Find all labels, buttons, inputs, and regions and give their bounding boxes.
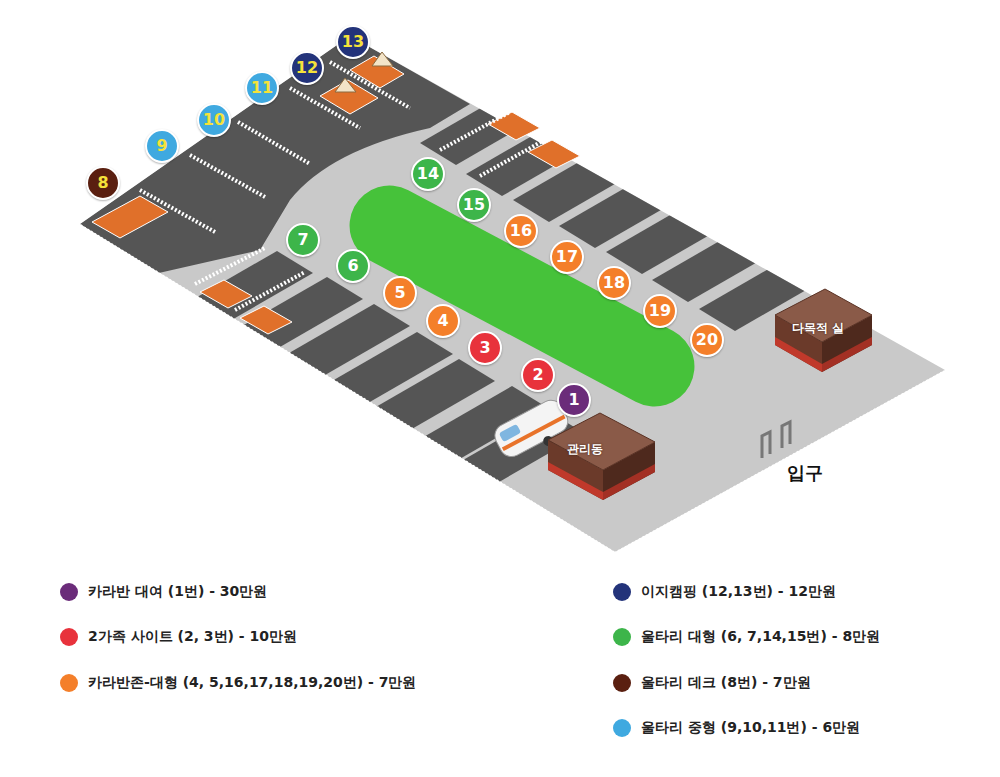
entrance-gate (762, 422, 790, 458)
parking-area (17, 0, 995, 583)
site-number-text: 5 (394, 285, 405, 301)
building-label: 관리동 (563, 441, 607, 457)
parking-strip (652, 130, 948, 302)
site-number-text: 13 (342, 34, 364, 50)
site-number: 3 (468, 331, 502, 365)
site-number: 5 (383, 276, 417, 310)
legend-swatch (613, 628, 631, 646)
legend-swatch (613, 674, 631, 692)
site-number-text: 1 (568, 392, 579, 408)
site-number: 6 (336, 249, 370, 283)
site-number-text: 9 (156, 138, 167, 154)
site-number: 14 (411, 157, 445, 191)
site-number: 9 (145, 129, 179, 163)
site-number-text: 4 (437, 313, 448, 329)
legend-text: 이지캠핑 (12,13번) - 12만원 (641, 583, 836, 601)
fences (80, 62, 945, 554)
legend-item: 2가족 사이트 (2, 3번) - 10만원 (60, 628, 297, 646)
legend-item: 울타리 대형 (6, 7,14,15번) - 8만원 (613, 628, 880, 646)
site-number: 11 (245, 71, 279, 105)
site-number-text: 12 (296, 60, 318, 76)
parking-strip (559, 76, 855, 248)
parking-strip (466, 24, 762, 196)
site-number-text: 16 (510, 223, 532, 239)
site-number-text: 7 (297, 232, 308, 248)
site-number-text: 3 (479, 340, 490, 356)
site-number-text: 15 (463, 197, 485, 213)
ground (80, 36, 945, 552)
legend-text: 울타리 대형 (6, 7,14,15번) - 8만원 (641, 628, 880, 646)
site-number-text: 18 (603, 275, 625, 291)
parking-strip (17, 251, 313, 423)
legend-text: 카라반존-대형 (4, 5,16,17,18,19,20번) - 7만원 (88, 674, 416, 692)
multipurpose-building (775, 289, 872, 372)
legend-text: 울타리 데크 (8번) - 7만원 (641, 674, 811, 692)
building-name: 관리동 (567, 443, 603, 455)
green-island (335, 171, 708, 420)
legend-item: 울타리 중형 (9,10,11번) - 6만원 (613, 719, 860, 737)
site-number: 7 (286, 223, 320, 257)
legend-item: 카라반존-대형 (4, 5,16,17,18,19,20번) - 7만원 (60, 674, 416, 692)
site-number-text: 17 (556, 249, 578, 265)
parking-strip (114, 304, 410, 476)
site-number-text: 6 (347, 258, 358, 274)
legend-text: 2가족 사이트 (2, 3번) - 10만원 (88, 628, 297, 646)
site-number-text: 19 (649, 303, 671, 319)
legend-swatch (613, 719, 631, 737)
site-number-text: 10 (203, 112, 225, 128)
legend-swatch (60, 583, 78, 601)
site-number-text: 14 (417, 166, 439, 182)
legend-text: 울타리 중형 (9,10,11번) - 6만원 (641, 719, 860, 737)
legend-item: 울타리 데크 (8번) - 7만원 (613, 674, 811, 692)
parking-strip (420, 0, 716, 165)
entrance-label: 입구 (787, 461, 823, 485)
site-number-text: 8 (97, 175, 108, 191)
site-number: 8 (86, 166, 120, 200)
site-number: 1 (557, 383, 591, 417)
legend-item: 이지캠핑 (12,13번) - 12만원 (613, 583, 836, 601)
legend-item: 카라반 대여 (1번) - 30만원 (60, 583, 267, 601)
legend-swatch (60, 628, 78, 646)
legend-swatch (60, 674, 78, 692)
site-number-text: 11 (251, 80, 273, 96)
decks (92, 56, 580, 334)
site-number: 2 (521, 358, 555, 392)
site-number: 10 (197, 103, 231, 137)
management-building (548, 413, 655, 500)
site-number: 18 (597, 266, 631, 300)
parking-strip (513, 50, 809, 222)
site-number: 19 (643, 294, 677, 328)
building-name: 다목적 실 (792, 322, 844, 334)
parking-strip (606, 102, 902, 274)
site-number-text: 2 (532, 367, 543, 383)
site-number-text: 20 (696, 332, 718, 348)
site-number: 15 (457, 188, 491, 222)
site-number: 16 (504, 214, 538, 248)
site-number: 4 (426, 304, 460, 338)
site-number: 20 (690, 323, 724, 357)
site-number: 12 (290, 51, 324, 85)
building-label: 다목적 실 (788, 320, 848, 336)
site-number: 13 (336, 25, 370, 59)
legend-swatch (613, 583, 631, 601)
legend-text: 카라반 대여 (1번) - 30만원 (88, 583, 267, 601)
site-number: 17 (550, 240, 584, 274)
